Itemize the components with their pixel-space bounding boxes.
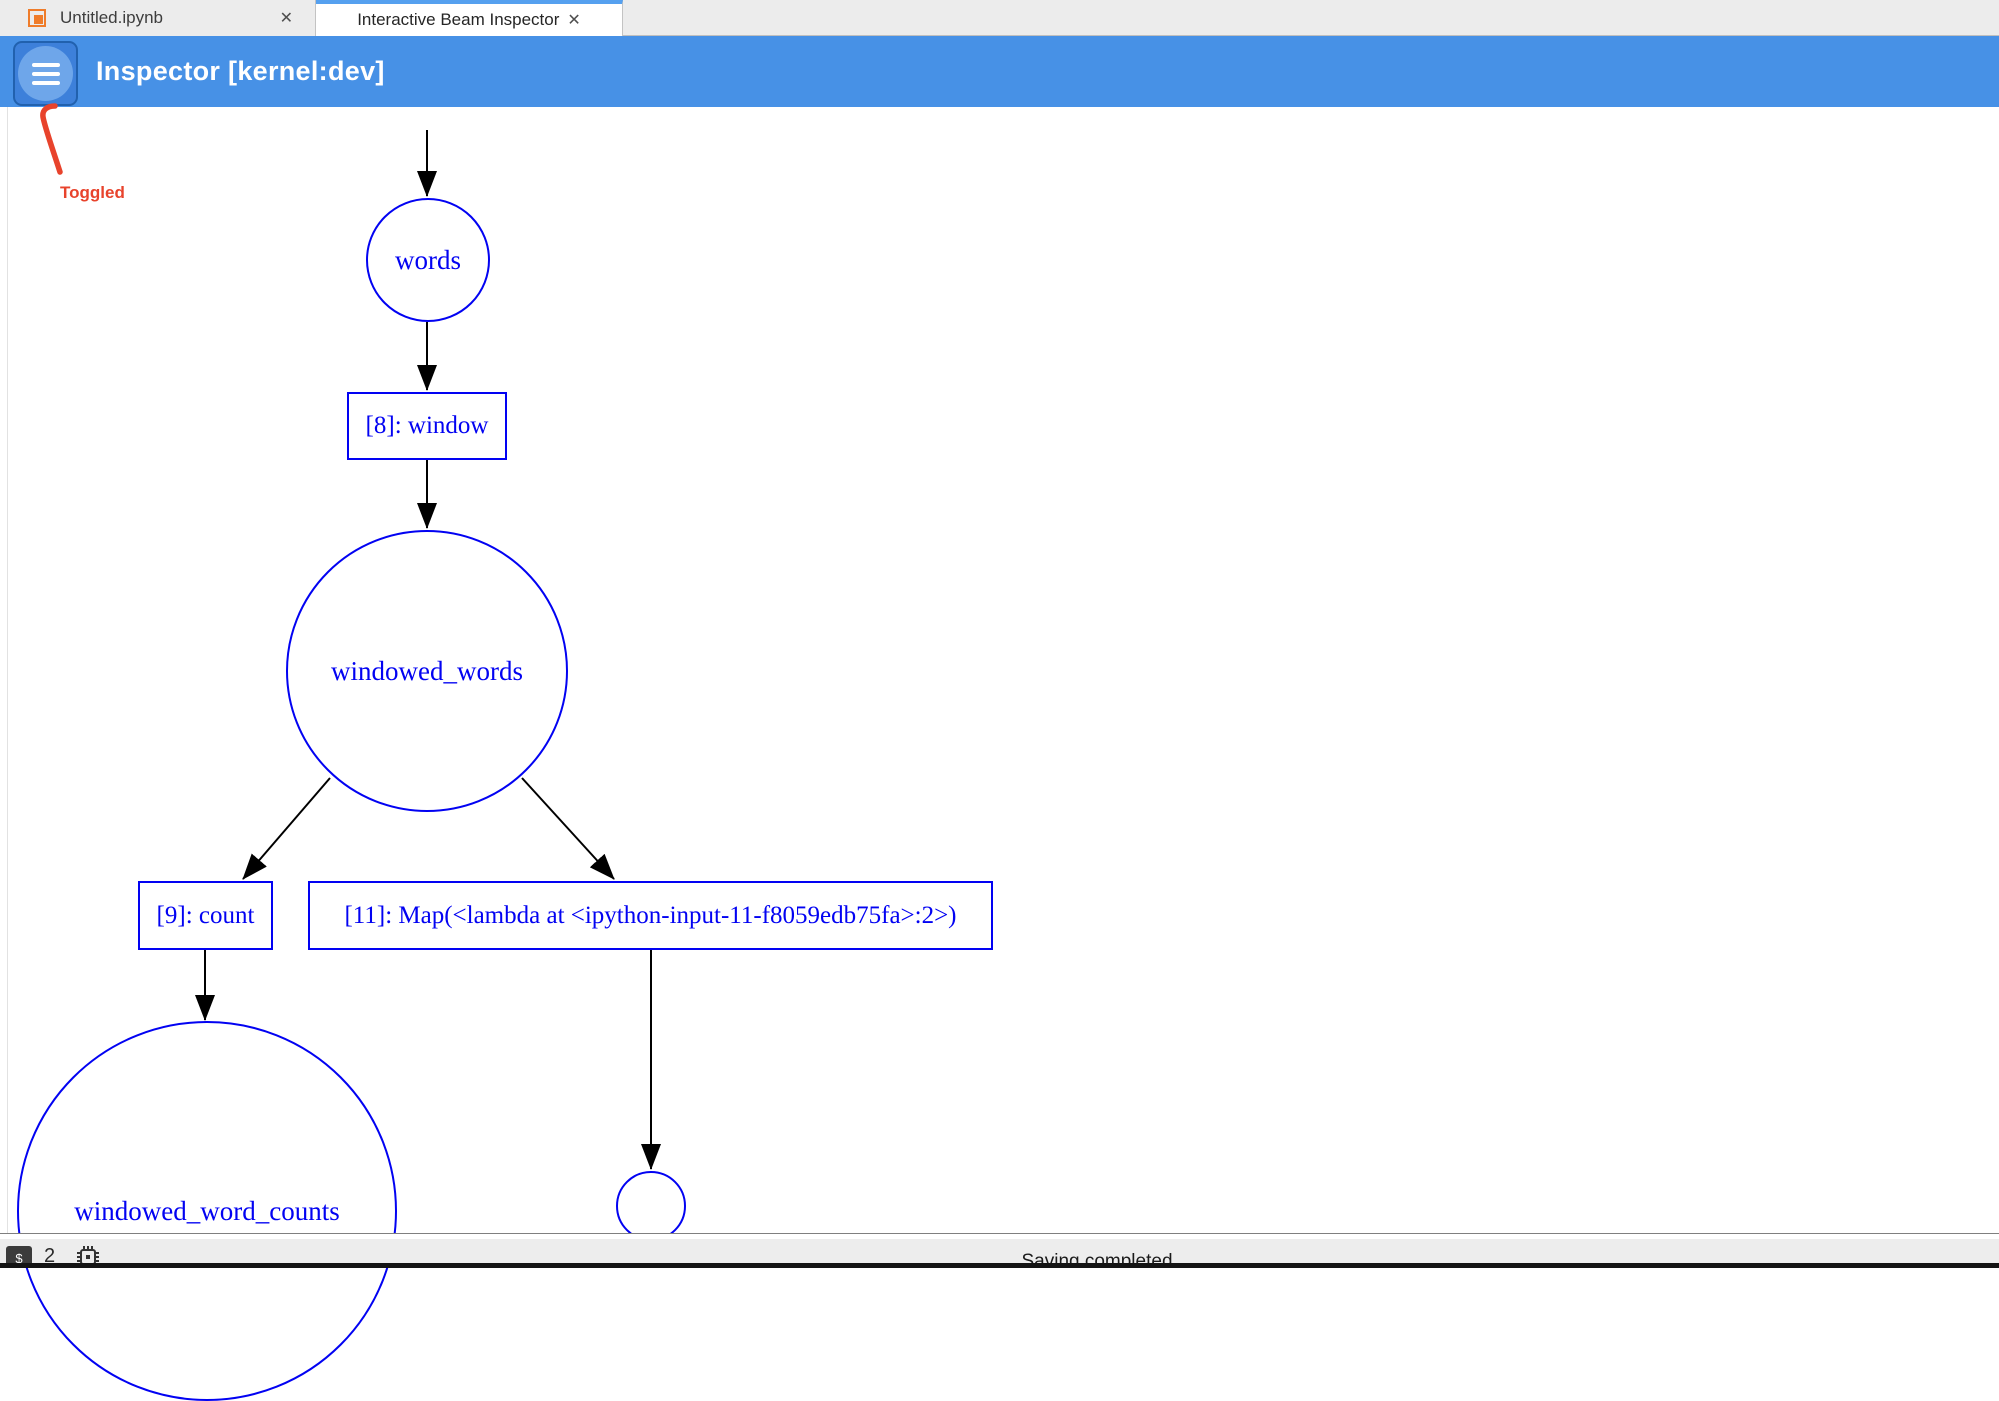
- graph-node-label: [8]: window: [365, 412, 489, 439]
- pipeline-graph-nodes: words [8]: window windowed_words [9]: count…: [17, 198, 993, 1401]
- graph-node-count-transform[interactable]: [9]: count: [138, 881, 273, 950]
- graph-node-words[interactable]: words: [366, 198, 490, 322]
- hamburger-icon: [18, 46, 73, 101]
- graph-node-map-transform[interactable]: [11]: Map(<lambda at <ipython-input-11-f…: [308, 881, 993, 950]
- terminal-icon[interactable]: $: [6, 1246, 32, 1268]
- status-bar: $ 2 Saving completed: [0, 1233, 1999, 1268]
- graph-node-label: words: [395, 244, 461, 275]
- content-left-border: [7, 107, 8, 1233]
- inspector-title: Inspector [kernel:dev]: [96, 56, 385, 86]
- tab-untitled-ipynb[interactable]: Untitled.ipynb ✕: [0, 0, 316, 36]
- tab-label: Untitled.ipynb: [60, 8, 164, 27]
- tab-bar: Untitled.ipynb ✕ Interactive Beam Inspec…: [0, 0, 1999, 36]
- graph-node-label: [11]: Map(<lambda at <ipython-input-11-f…: [344, 901, 957, 929]
- tab-interactive-beam-inspector[interactable]: Interactive Beam Inspector ✕: [316, 0, 623, 36]
- close-icon[interactable]: ✕: [567, 12, 581, 29]
- graph-node-unnamed-pcollection[interactable]: [616, 1171, 686, 1241]
- bottom-edge-band: [0, 1263, 1999, 1268]
- graph-node-windowed-word-counts[interactable]: windowed_word_counts: [17, 1021, 397, 1401]
- close-icon[interactable]: ✕: [279, 10, 293, 27]
- graph-node-label: windowed_word_counts: [74, 1195, 340, 1226]
- graph-node-label: [9]: count: [156, 901, 255, 929]
- inspector-header: Inspector [kernel:dev]: [0, 36, 1999, 107]
- tab-label: Interactive Beam Inspector: [357, 10, 560, 29]
- terminal-count: 2: [44, 1245, 56, 1267]
- graph-node-window-transform[interactable]: [8]: window: [347, 392, 507, 460]
- graph-node-windowed-words[interactable]: windowed_words: [286, 530, 568, 812]
- graph-node-label: windowed_words: [331, 655, 523, 686]
- menu-toggle-button[interactable]: [13, 41, 78, 106]
- toggled-annotation-label: Toggled: [60, 183, 125, 202]
- notebook-icon: [28, 9, 46, 27]
